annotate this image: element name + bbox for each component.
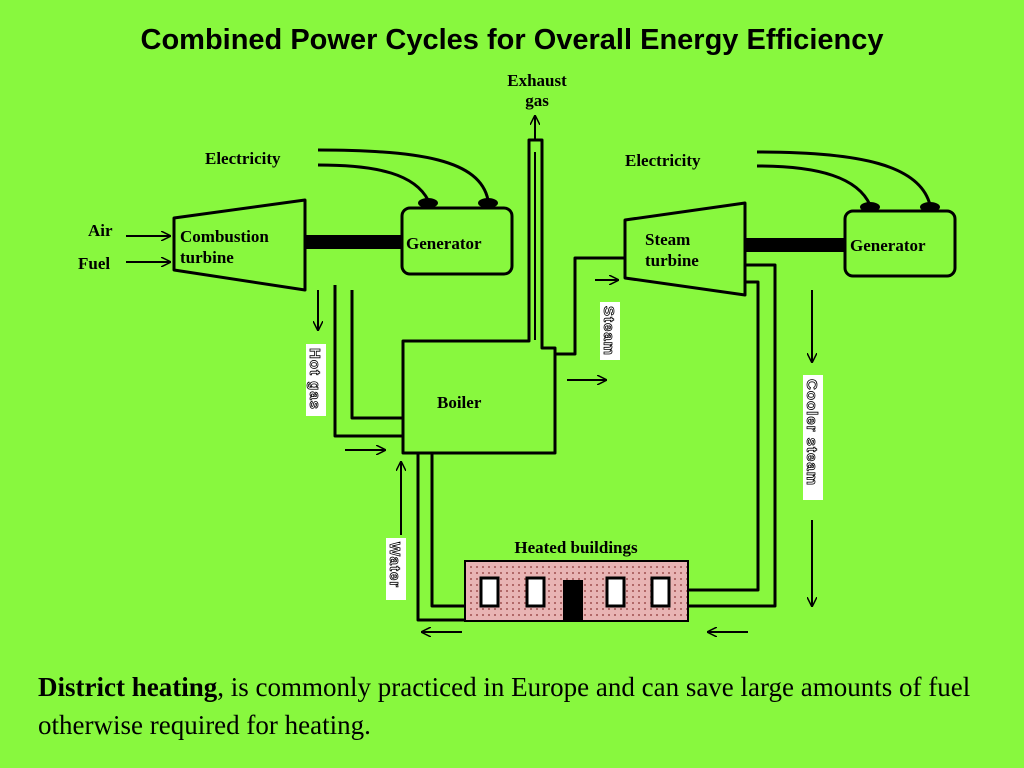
- boiler: [401, 138, 557, 455]
- cooler-steam-label: Cooler steam: [803, 379, 820, 486]
- boiler-label: Boiler: [437, 393, 482, 412]
- caption-text: , is commonly practiced in Europe and ca…: [38, 672, 971, 740]
- air-label: Air: [88, 221, 113, 240]
- generator-left-label: Generator: [406, 234, 482, 253]
- heated-buildings-label: Heated buildings: [514, 538, 638, 557]
- electricity-right-label: Electricity: [625, 151, 701, 170]
- water-label: Water: [386, 542, 403, 588]
- generator-left: [400, 206, 514, 276]
- combustion-turbine-label-line2: turbine: [180, 248, 234, 267]
- fuel-label: Fuel: [78, 254, 110, 273]
- steam-turbine-label-line2: turbine: [645, 251, 699, 270]
- hot-gas-label: Hot gas: [306, 348, 323, 410]
- caption-bold: District heating: [38, 672, 218, 702]
- slide-title: Combined Power Cycles for Overall Energy…: [140, 24, 884, 56]
- steam-turbine-label-line1: Steam: [645, 230, 690, 249]
- right-shaft: [745, 238, 845, 252]
- generator-right-label: Generator: [850, 236, 926, 255]
- electricity-left-label: Electricity: [205, 149, 281, 168]
- heated-buildings: [464, 560, 689, 622]
- combustion-turbine: [172, 198, 307, 292]
- caption: District heating, is commonly practiced …: [38, 668, 998, 744]
- combustion-turbine-label-line1: Combustion: [180, 227, 269, 246]
- left-shaft: [305, 235, 402, 249]
- generator-right: [843, 209, 957, 278]
- steam-label: Steam: [600, 306, 617, 356]
- exhaust-label-line2: gas: [525, 91, 549, 110]
- steam-turbine: [623, 201, 747, 297]
- exhaust-label-line1: Exhaust: [507, 71, 567, 90]
